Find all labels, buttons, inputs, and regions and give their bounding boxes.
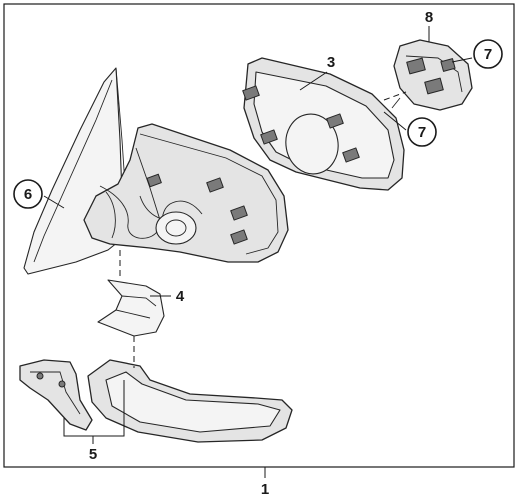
leader-3 [299, 71, 328, 91]
leader-5-bracket [63, 380, 125, 437]
leader-6 [43, 195, 65, 209]
adjustment-motor-part [391, 39, 473, 111]
callout-6: 6 [24, 186, 32, 203]
callout-1: 1 [261, 481, 269, 498]
glass-frame-part [242, 57, 405, 191]
callout-4: 4 [176, 288, 185, 305]
callout-circle-7-lower [407, 117, 437, 147]
callout-5: 5 [89, 446, 97, 463]
callout-8: 8 [425, 9, 433, 26]
leader-7-upper [451, 57, 473, 63]
mirror-housing-part [83, 123, 289, 263]
callout-circle-6 [13, 179, 43, 209]
leader-7-lower [383, 111, 407, 131]
callout-circle-7-upper [473, 39, 503, 69]
callout-7-upper: 7 [484, 46, 492, 63]
callout-3: 3 [327, 54, 335, 71]
assembly-frame [3, 3, 515, 468]
bracket-cover-part [97, 279, 165, 337]
base-bracket-part [19, 359, 93, 431]
mirror-trim-part [87, 359, 293, 443]
callout-7-lower: 7 [418, 124, 426, 141]
guide-line-motor [383, 91, 407, 101]
